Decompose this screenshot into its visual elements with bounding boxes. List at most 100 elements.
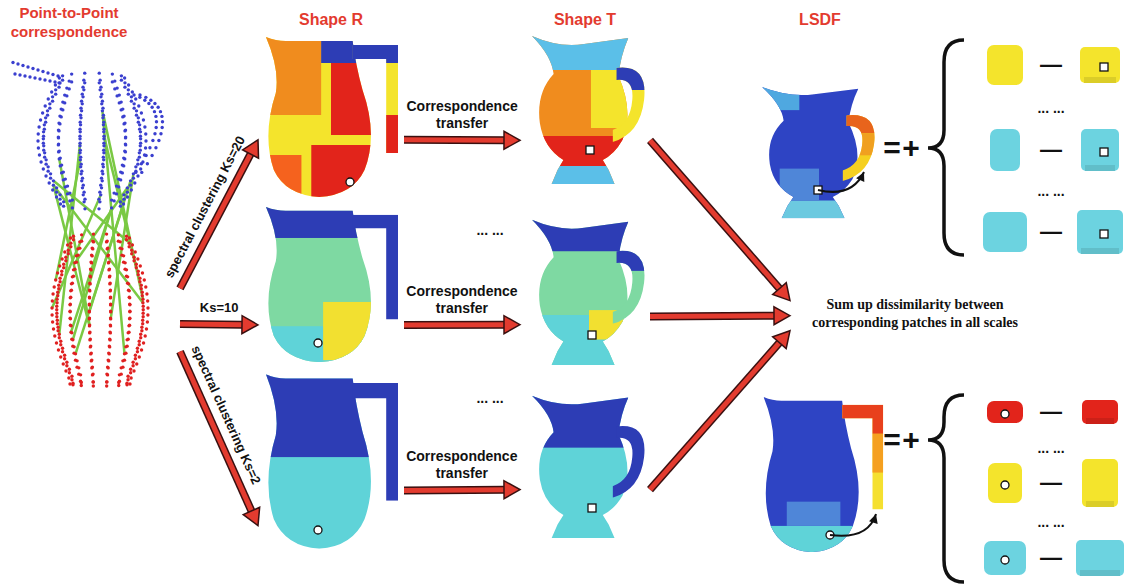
red-point xyxy=(107,261,110,264)
red-point xyxy=(79,373,82,376)
shape-panel: LSDF xyxy=(755,6,885,220)
surface-patch xyxy=(1080,47,1120,83)
red-point xyxy=(140,326,143,329)
surface-patch xyxy=(1081,129,1119,171)
blue-point xyxy=(144,139,147,142)
blue-point xyxy=(81,176,84,179)
flow-arrow xyxy=(180,316,258,334)
blue-point xyxy=(157,139,160,142)
pitcher-part xyxy=(755,76,883,225)
red-point xyxy=(89,275,92,278)
blue-point xyxy=(124,135,127,138)
red-point xyxy=(88,316,91,319)
red-point xyxy=(57,284,60,287)
red-point xyxy=(108,344,111,347)
red-point xyxy=(55,312,58,315)
red-point xyxy=(132,369,135,372)
red-point xyxy=(58,280,61,283)
surface-patch xyxy=(1086,418,1114,424)
red-point xyxy=(89,352,92,355)
blue-point xyxy=(99,85,102,88)
blue-point xyxy=(143,98,146,101)
red-point xyxy=(70,331,73,334)
red-point xyxy=(90,253,93,256)
blue-point xyxy=(123,129,126,132)
blue-point xyxy=(43,151,46,154)
blue-point xyxy=(129,183,132,186)
red-point xyxy=(139,333,142,336)
blue-point xyxy=(120,78,123,81)
red-point xyxy=(56,326,59,329)
red-point xyxy=(106,366,109,369)
red-point xyxy=(60,257,63,260)
red-point xyxy=(126,375,129,378)
blue-point xyxy=(43,123,46,126)
red-point xyxy=(143,334,146,337)
blue-point xyxy=(161,120,164,123)
point-marker xyxy=(1001,556,1009,564)
point-marker xyxy=(1100,230,1108,238)
red-point xyxy=(55,298,58,301)
blue-point xyxy=(140,171,143,174)
red-point xyxy=(134,354,137,357)
blue-point xyxy=(102,113,105,116)
red-point xyxy=(109,309,112,312)
red-point xyxy=(56,319,59,322)
blue-point xyxy=(120,74,123,77)
blue-point xyxy=(115,184,118,187)
correspondence-line xyxy=(56,160,81,280)
blue-point xyxy=(134,171,137,174)
red-point xyxy=(68,382,71,385)
blue-point xyxy=(137,116,140,119)
red-point xyxy=(72,235,75,238)
blue-point xyxy=(101,106,104,109)
blue-point xyxy=(41,111,44,114)
red-point xyxy=(141,322,144,325)
red-point xyxy=(90,246,93,249)
blue-point xyxy=(36,68,39,71)
segment-patch xyxy=(609,241,648,270)
blue-point xyxy=(132,106,135,109)
blue-point xyxy=(57,135,60,138)
red-point xyxy=(140,329,143,332)
operator-symbol: — xyxy=(1040,221,1062,243)
blue-point xyxy=(42,130,45,133)
red-point xyxy=(130,249,133,252)
blue-point xyxy=(57,85,60,88)
blue-point xyxy=(31,67,34,70)
blue-point xyxy=(117,177,120,180)
blue-point xyxy=(119,200,122,203)
red-point xyxy=(89,337,92,340)
ellipsis-mark: ... ... xyxy=(1037,441,1064,455)
blue-point xyxy=(98,190,101,193)
arrow-outline xyxy=(180,320,243,329)
pitcher-part xyxy=(257,30,405,205)
red-point xyxy=(128,382,131,385)
blue-point xyxy=(71,206,74,209)
blue-point xyxy=(52,179,55,182)
blue-point xyxy=(39,118,42,121)
red-point xyxy=(68,310,71,313)
blue-point xyxy=(81,85,84,88)
pitcher-shape xyxy=(755,76,883,225)
red-point xyxy=(128,236,131,239)
blue-point xyxy=(42,144,45,147)
blue-point xyxy=(136,158,139,161)
red-point xyxy=(80,384,83,387)
red-point xyxy=(138,277,141,280)
red-point xyxy=(88,288,91,291)
blue-point xyxy=(61,78,64,81)
point-marker xyxy=(1001,410,1009,418)
blue-point xyxy=(132,176,135,179)
red-point xyxy=(117,381,120,384)
blue-point xyxy=(59,202,62,205)
blue-point xyxy=(18,73,21,76)
blue-point xyxy=(44,158,47,161)
blue-point xyxy=(82,190,85,193)
red-point xyxy=(140,284,143,287)
blue-point xyxy=(159,110,162,113)
red-point xyxy=(125,238,128,241)
red-point xyxy=(88,309,91,312)
red-point xyxy=(78,240,81,243)
